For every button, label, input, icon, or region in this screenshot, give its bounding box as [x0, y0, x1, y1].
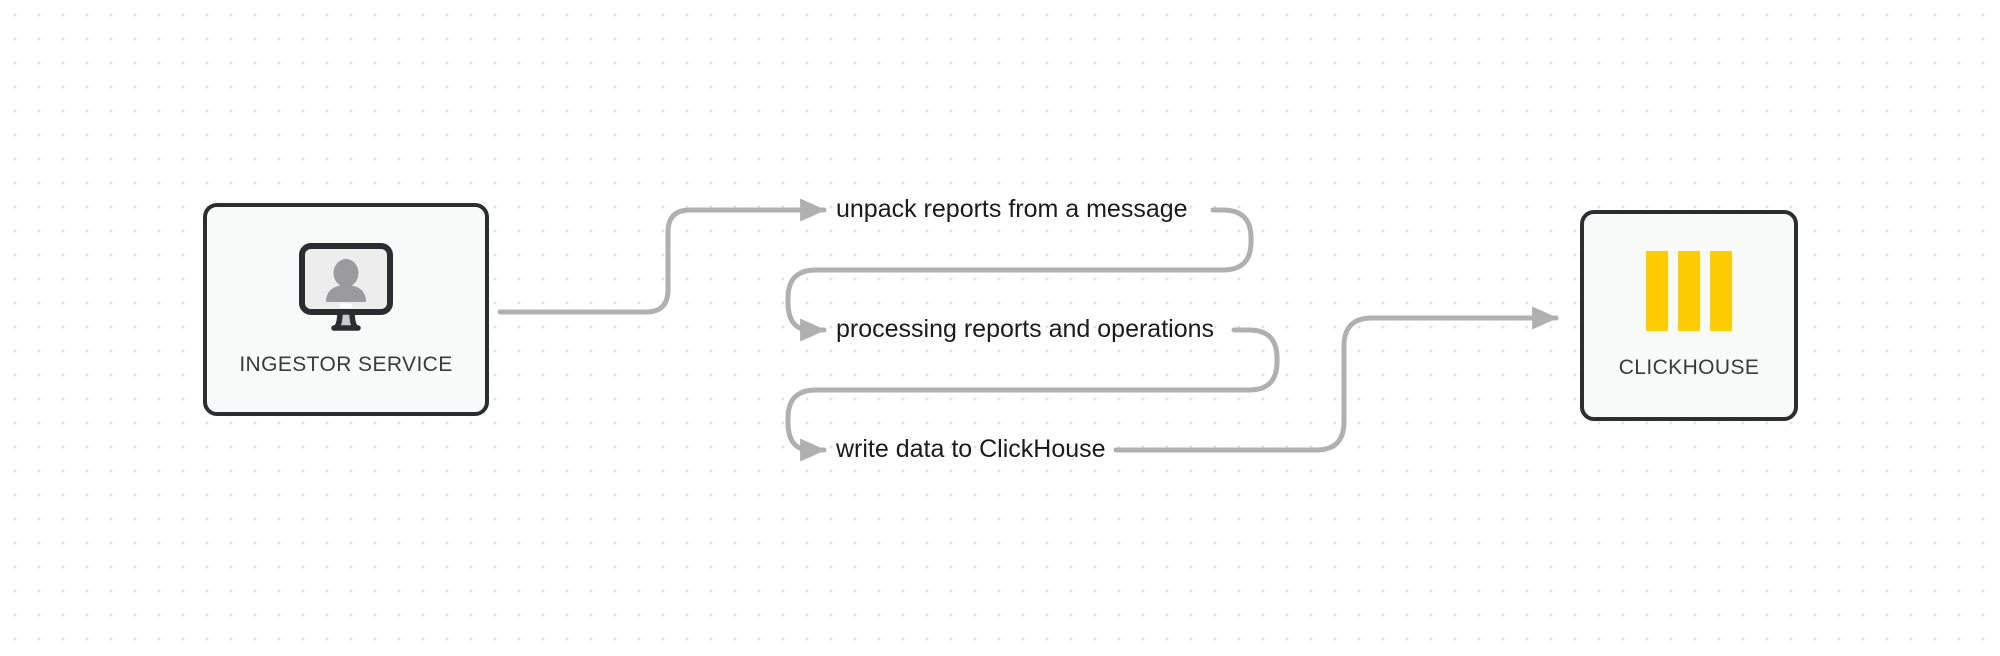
- edge-path-0: [497, 198, 827, 315]
- edge-path-1: [785, 207, 1254, 342]
- node-ingestor-service[interactable]: INGESTOR SERVICE: [203, 203, 489, 416]
- edge-label-write-data: write data to ClickHouse: [836, 435, 1106, 463]
- edge-label-unpack-reports: unpack reports from a message: [836, 195, 1188, 223]
- node-ingestor-service-label: INGESTOR SERVICE: [239, 353, 453, 376]
- clickhouse-bars-icon: [1642, 251, 1736, 336]
- monitor-user-icon: [298, 242, 394, 337]
- edge-path-2: [785, 327, 1280, 462]
- edge-label-processing-reports: processing reports and operations: [836, 315, 1215, 343]
- node-clickhouse-label: CLICKHOUSE: [1618, 356, 1760, 379]
- node-clickhouse[interactable]: CLICKHOUSE: [1580, 210, 1798, 421]
